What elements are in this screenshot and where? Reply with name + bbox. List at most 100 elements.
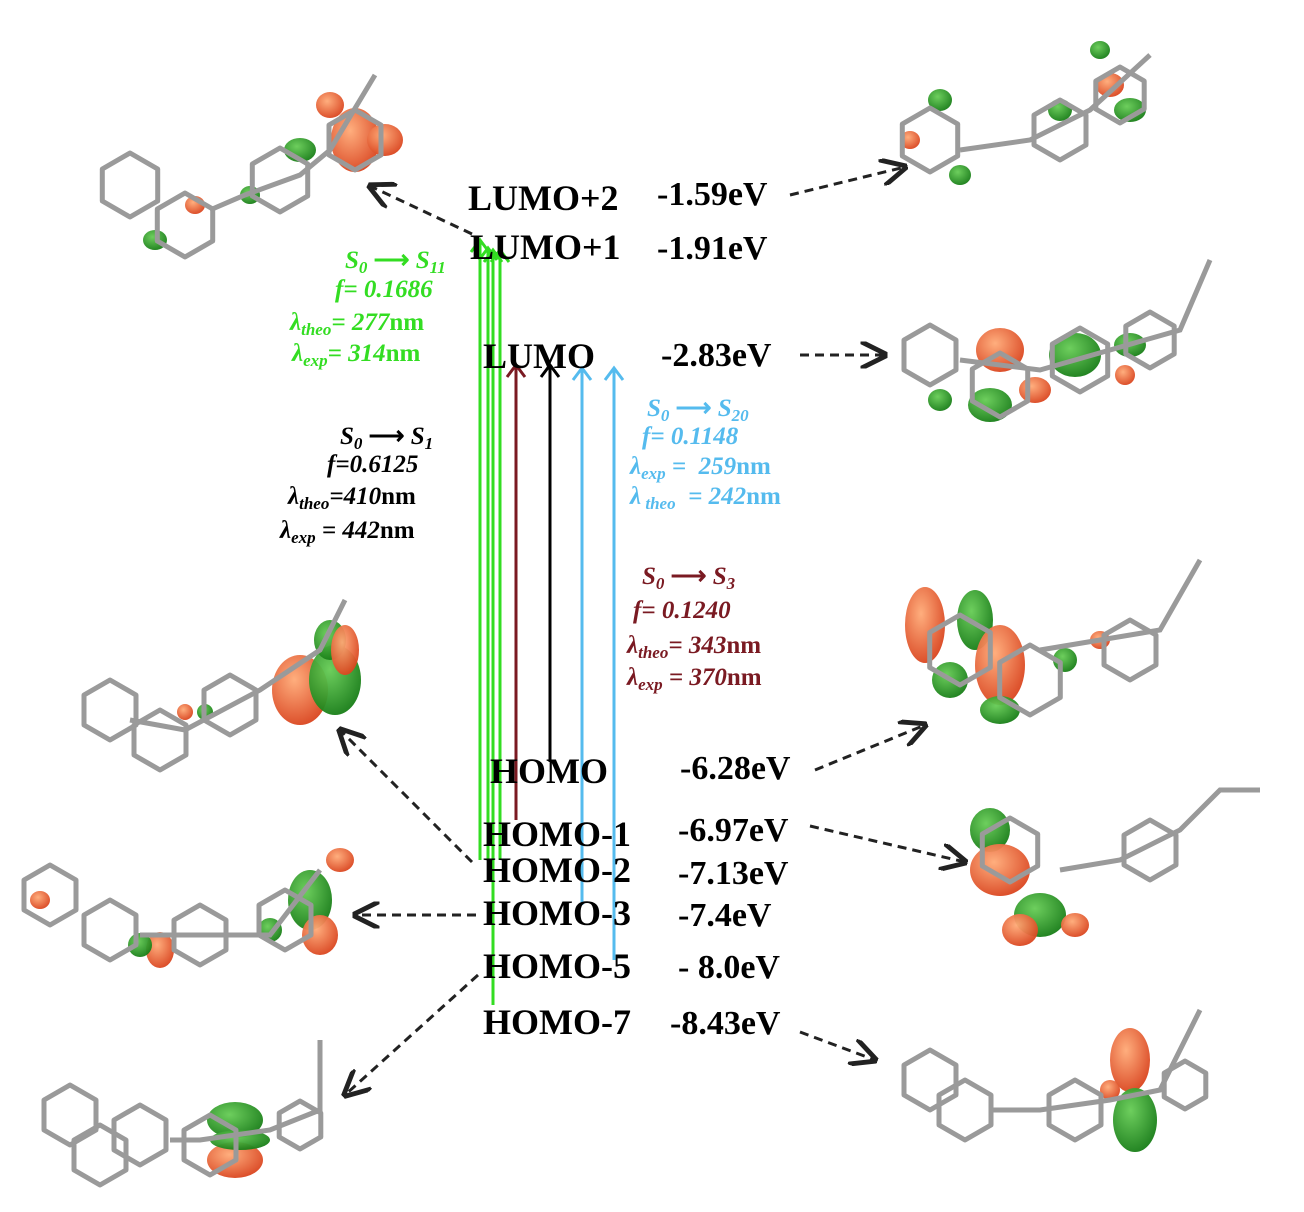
mo-homo-ring bbox=[1101, 617, 1159, 683]
mo-lumo1-lobe bbox=[316, 92, 344, 118]
energy-homo5: - 8.0eV bbox=[678, 949, 780, 986]
pointer-homo5 bbox=[345, 973, 480, 1095]
level-label-homo7: HOMO-7 bbox=[483, 1002, 631, 1042]
pointer-arrows bbox=[340, 167, 965, 1095]
mo-lumo2-ring bbox=[1093, 64, 1147, 126]
level-label-homo1: HOMO-1 bbox=[483, 814, 631, 854]
mo-homo7-lobe bbox=[1113, 1088, 1157, 1152]
mo-homo1-lobe bbox=[1061, 913, 1089, 937]
level-label-homo3: HOMO-3 bbox=[483, 893, 631, 933]
mo-lumo bbox=[901, 259, 1213, 422]
energy-homo7: -8.43eV bbox=[670, 1005, 781, 1042]
mo-homo3-ring bbox=[81, 897, 139, 963]
energy-homo2: -7.13eV bbox=[678, 855, 789, 892]
mo-lumo-lobe bbox=[1019, 377, 1051, 403]
pointer-homo1 bbox=[809, 824, 965, 862]
transition-label-s1: S0 ⟶ S1 f=0.6125 λtheo=410nm λexp = 442n… bbox=[279, 423, 433, 547]
mo-homo3-ring bbox=[256, 887, 314, 953]
mo-homo3-lobe bbox=[326, 848, 354, 872]
mo-homo5-ring bbox=[71, 1122, 129, 1188]
mo-homo5-ring bbox=[111, 1102, 169, 1168]
pointer-lumo1 bbox=[370, 186, 473, 236]
mo-homo5 bbox=[41, 1040, 324, 1188]
mo-lumo2-lobe bbox=[949, 165, 971, 185]
lambda-theo-s20: λ theo = 242nm bbox=[629, 483, 781, 513]
level-label-lumo2: LUMO+2 bbox=[468, 178, 619, 218]
mo-homo5-ring bbox=[276, 1098, 324, 1152]
pointer-homo bbox=[814, 725, 925, 772]
mo-homo1-lobe bbox=[1002, 914, 1038, 946]
arrow-s20-a-head bbox=[571, 365, 593, 381]
mo-homo2 bbox=[81, 598, 361, 773]
level-label-lumo: LUMO bbox=[483, 336, 595, 376]
lambda-exp-s3: λexp = 370nm bbox=[626, 664, 762, 694]
energy-homo3: -7.4eV bbox=[678, 897, 772, 934]
mo-lumo1-ring bbox=[99, 150, 161, 220]
mo-lumo1-chain bbox=[209, 73, 378, 213]
pointer-homo2 bbox=[340, 730, 474, 864]
mo-homo3-ring bbox=[171, 902, 229, 968]
transition-title-s11: S0 ⟶ S11 bbox=[345, 247, 446, 277]
mo-lumo1 bbox=[99, 73, 403, 260]
mo-homo2-ring bbox=[81, 677, 139, 743]
mo-homo1-lobe bbox=[970, 844, 1030, 896]
mo-lumo2-ring bbox=[1031, 97, 1089, 163]
pointer-lumo2 bbox=[789, 167, 905, 197]
level-label-lumo1: LUMO+1 bbox=[470, 227, 621, 267]
mo-homo1-chain bbox=[1059, 787, 1260, 873]
mo-homo3 bbox=[21, 848, 354, 968]
mo-lumo2-lobe bbox=[928, 89, 952, 111]
mo-homo2-lobe bbox=[177, 704, 193, 720]
transition-label-s3: S0 ⟶ S3 f= 0.1240 λtheo= 343nm λexp = 37… bbox=[626, 563, 762, 694]
mo-homo7-ring bbox=[936, 1077, 994, 1143]
lambda-exp-s1: λexp = 442nm bbox=[279, 517, 415, 547]
transition-arrows bbox=[469, 237, 625, 1005]
mo-lumo-lobe bbox=[928, 389, 952, 411]
mo-lumo1-ring bbox=[326, 107, 384, 173]
mo-homo3-lobe bbox=[146, 932, 174, 968]
mo-homo bbox=[905, 558, 1203, 724]
energy-lumo1: -1.91eV bbox=[657, 230, 768, 267]
lambda-theo-s3: λtheo= 343nm bbox=[626, 632, 761, 662]
lambda-exp-s11: λexp= 314nm bbox=[291, 340, 421, 370]
mo-lumo2-chain bbox=[959, 53, 1152, 153]
mo-lumo2-lobe bbox=[900, 131, 920, 149]
arrow-s3-head bbox=[505, 362, 527, 378]
energy-lumo: -2.83eV bbox=[661, 337, 772, 374]
mo-homo5-chain bbox=[170, 1040, 323, 1143]
mo-lumo1-lobe bbox=[367, 124, 403, 156]
arrow-s11-a-head bbox=[469, 237, 491, 253]
arrow-s20-b-head bbox=[603, 365, 625, 381]
transition-title-s3: S0 ⟶ S3 bbox=[642, 563, 736, 593]
mo-homo2-ring bbox=[131, 707, 189, 773]
molecular-orbital-images bbox=[21, 41, 1260, 1188]
mo-lumo2 bbox=[899, 41, 1152, 185]
mo-homo5-ring bbox=[41, 1082, 99, 1148]
mo-homo-ring bbox=[997, 642, 1063, 718]
transition-label-s20: S0 ⟶ S20 f= 0.1148 λexp = 259nm λ theo =… bbox=[629, 395, 781, 513]
energy-lumo2: -1.59eV bbox=[657, 176, 768, 213]
mo-homo5-lobe bbox=[207, 1102, 263, 1138]
mo-homo5-ring bbox=[181, 1112, 239, 1178]
mo-homo7-ring bbox=[1161, 1058, 1209, 1112]
arrow-s1-head bbox=[539, 362, 561, 378]
mo-homo3-ring bbox=[21, 862, 79, 928]
mo-homo2-lobe bbox=[331, 625, 359, 675]
mo-homo7-ring bbox=[1046, 1077, 1104, 1143]
level-label-homo5: HOMO-5 bbox=[483, 946, 631, 986]
mo-homo7 bbox=[901, 1008, 1209, 1152]
mo-homo2-chain bbox=[129, 598, 348, 733]
mo-homo1-ring bbox=[979, 815, 1041, 885]
mo-lumo-ring bbox=[1049, 325, 1111, 395]
mo-lumo2-lobe bbox=[1090, 41, 1110, 59]
mo-homo-ring bbox=[927, 612, 993, 688]
mo-homo3-lobe bbox=[30, 891, 50, 909]
pointer-homo7 bbox=[799, 1030, 875, 1060]
mo-lumo1-ring bbox=[154, 190, 216, 260]
level-label-homo2: HOMO-2 bbox=[483, 850, 631, 890]
mo-lumo2-ring bbox=[899, 105, 961, 175]
mo-homo7-chain bbox=[990, 1008, 1203, 1113]
mo-homo-chain bbox=[1039, 558, 1203, 653]
